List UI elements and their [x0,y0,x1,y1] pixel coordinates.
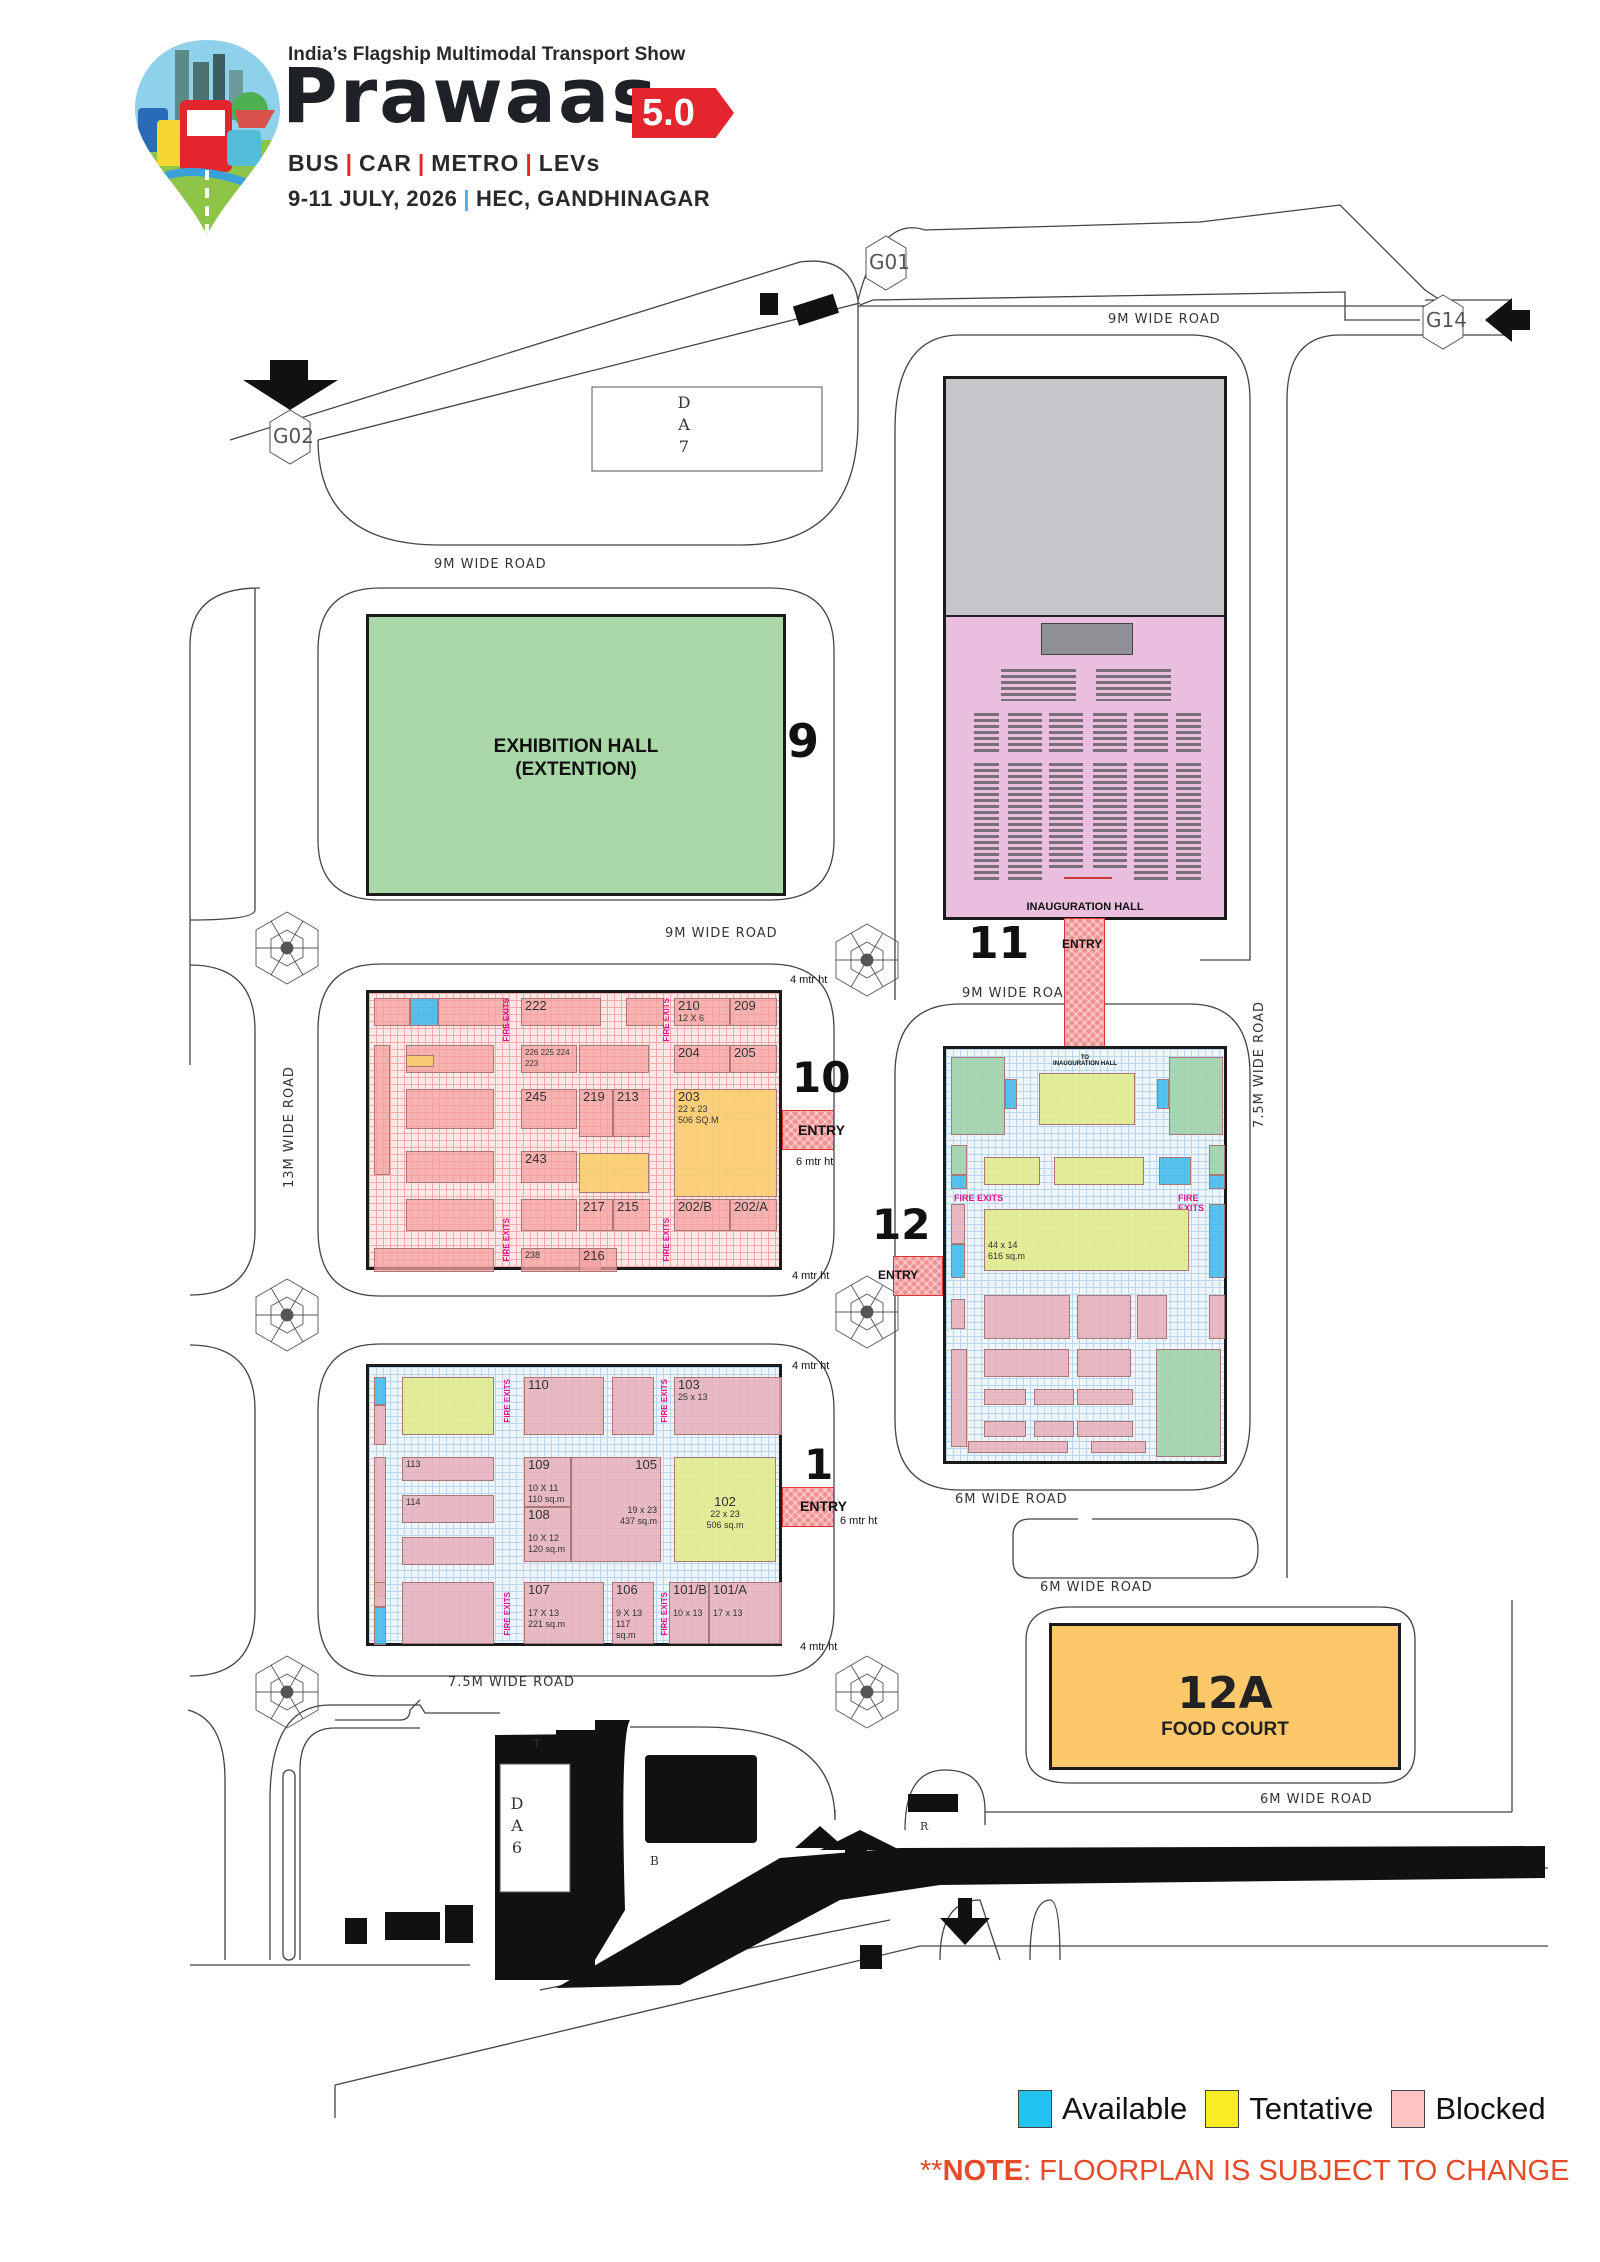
mode-levs: LEVs [538,150,601,176]
hall-10-number: 10 [792,1053,851,1102]
event-date: 9-11 JULY, 2026 [288,186,458,211]
tentative-swatch-icon [1205,2090,1240,2128]
legend-tentative: Tentative [1205,2090,1373,2128]
legend-blocked: Blocked [1391,2090,1546,2128]
hall-12-entry-label: ENTRY [878,1268,919,1282]
mode-bus: BUS [288,150,340,176]
event-venue: HEC, GANDHINAGAR [476,186,711,211]
stall-available [1209,1204,1225,1278]
stall-available [1209,1175,1225,1189]
hall-11-backstage [946,379,1224,617]
hall-11-inauguration[interactable]: INAUGURATION HALL [943,376,1227,920]
block-r-label: R [920,1820,929,1833]
hall-1-height-top: 4 mtr ht [792,1360,830,1372]
hall-9-exhibition-extension[interactable]: EXHIBITION HALL (EXTENTION) [366,614,786,896]
gate-g01: G01 [869,250,910,274]
hall-10-entry[interactable] [782,1110,834,1150]
hall-12a-food-court[interactable]: 12A FOOD COURT [1049,1623,1401,1770]
stage-icon [1041,623,1133,655]
stall-available [951,1175,967,1189]
fire-exit-label: FIRE EXITS [1178,1193,1205,1213]
hall-9-number: 9 [787,714,820,768]
hall-10-height-top: 4 mtr ht [790,974,828,986]
map-pin-logo-icon [135,40,280,235]
hall-12a-number: 12A [1177,1668,1273,1719]
fire-exit-label: FIRE EXITS [502,1218,511,1262]
event-version-badge: 5.0 [632,88,734,138]
stall-available [374,1377,386,1405]
fire-exit-label: FIRE EXITS [502,998,511,1042]
road-label-hall12-6m: 6M WIDE ROAD [955,1492,1068,1507]
hall-1-entry-label: ENTRY [800,1498,847,1514]
stall-available [1005,1079,1017,1109]
road-label-mid-9m: 9M WIDE ROAD [665,926,778,941]
block-t-label: T [533,1737,541,1750]
hall-9-title: EXHIBITION HALL (EXTENTION) [493,736,659,780]
event-date-venue: 9-11 JULY, 2026|HEC, GANDHINAGAR [288,186,711,211]
road-label-right-7-5m: 7.5M WIDE ROAD [1252,1000,1267,1128]
road-label-13m: 13M WIDE ROAD [282,1066,297,1188]
hall-11-number: 11 [968,918,1030,969]
hall-11-entry-corridor[interactable] [1064,918,1105,1048]
event-brand-name: Prawaas [282,51,659,140]
road-label-right-9m: 9M WIDE ROAD [962,986,1075,1001]
hall-10-height-bottom: 4 mtr ht [792,1270,830,1282]
hall-1-height-bottom: 4 mtr ht [800,1641,838,1653]
hall-11-title: INAUGURATION HALL [1026,901,1144,913]
event-tagline: India’s Flagship Multimodal Transport Sh… [288,44,686,65]
stall-available [374,1607,386,1645]
transport-modes: BUS|CAR|METRO|LEVs [288,150,601,176]
road-label-upper-9m: 9M WIDE ROAD [434,557,547,572]
road-label-top-9m: 9M WIDE ROAD [1108,312,1221,327]
hall-10-height-entry: 6 mtr ht [796,1156,834,1168]
fire-exit-label: FIRE EXITS [503,1379,512,1423]
fire-exit-label: FIRE EXITS [662,998,671,1042]
mode-metro: METRO [431,150,520,176]
fire-exit-label: FIRE EXITS [503,1592,512,1636]
fire-exit-label: FIRE EXITS [660,1379,669,1423]
hall-12-number: 12 [872,1200,931,1249]
hall-12-entry[interactable] [893,1256,943,1296]
gate-g02: G02 [273,424,314,448]
mode-car: CAR [359,150,412,176]
road-label-mid-6m: 6M WIDE ROAD [1040,1580,1153,1595]
hall-10-entry-label: ENTRY [798,1122,845,1138]
status-legend: Available Tentative Blocked [1018,2090,1554,2128]
available-swatch-icon [1018,2090,1052,2128]
stall-available [1157,1079,1169,1109]
hall-11-auditorium: INAUGURATION HALL [946,617,1224,917]
stall-available [410,998,438,1026]
gate-g14: G14 [1426,308,1467,332]
fire-exit-label: FIRE EXITS [954,1193,1004,1203]
stall-available [951,1244,965,1278]
blocked-swatch-icon [1391,2090,1426,2128]
road-label-foodcourt-6m: 6M WIDE ROAD [1260,1792,1373,1807]
hall-1-height-entry: 6 mtr ht [840,1515,878,1527]
hall-12a-title: FOOD COURT [1161,1719,1289,1740]
legend-available: Available [1018,2090,1187,2128]
disclaimer-note: **NOTE: FLOORPLAN IS SUBJECT TO CHANGE [920,2155,1570,2187]
block-b-label: B [650,1854,659,1868]
stall-available [1159,1157,1191,1185]
fire-exit-label: FIRE EXITS [662,1218,671,1262]
hall-1-entry[interactable] [782,1487,834,1527]
fire-exit-label: FIRE EXITS [660,1592,669,1636]
hall-11-entry-label: ENTRY [1062,937,1103,951]
roundabout-decor [255,911,899,1729]
hall-1-number: 1 [804,1440,834,1489]
road-label-bottom-7-5m: 7.5M WIDE ROAD [448,1675,576,1690]
